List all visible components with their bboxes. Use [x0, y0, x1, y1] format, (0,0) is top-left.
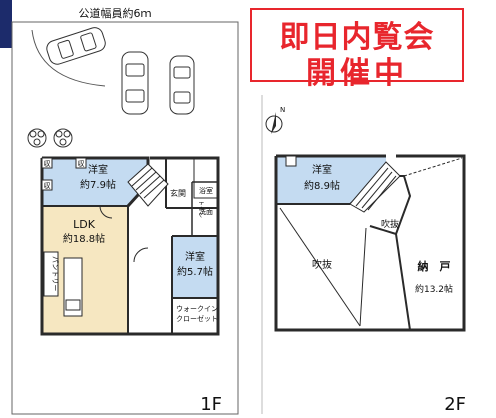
stove-icon [65, 299, 81, 311]
parking-curve [31, 29, 106, 87]
storage-box [75, 157, 87, 169]
parked-car-icon [46, 27, 106, 65]
storage-label: 収 [78, 160, 85, 168]
room-western-8-9 [276, 156, 386, 204]
void-label: 吹抜 [312, 258, 332, 271]
room-name-label: 洋室 [185, 250, 205, 263]
room-size-label: 約8.9帖 [304, 179, 340, 192]
road-label: 公道幅員約6ｍ [79, 6, 152, 20]
banner-line-1: 即日内覧会 [279, 20, 435, 55]
storage-box [41, 157, 53, 169]
pantry-label: パントリー [51, 256, 59, 291]
entrance-label: 玄関 [170, 188, 186, 198]
staircase-icon [349, 161, 401, 213]
toilet-label: トイレ [197, 200, 204, 218]
tree-icon [53, 128, 73, 148]
washroom-label: 洗面 [199, 207, 213, 216]
wall [40, 156, 220, 336]
closet-label: クローゼット [176, 314, 218, 323]
bath-label: 浴室 [199, 186, 213, 195]
north-compass-icon: N [265, 106, 285, 134]
void-diagonal [369, 225, 397, 235]
storage-label: 収 [44, 160, 51, 168]
pantry [43, 251, 59, 297]
void-label: 吹抜 [381, 218, 399, 230]
kitchen-counter-icon [63, 257, 83, 317]
door-swing [133, 247, 149, 263]
room-size-label: 約7.9帖 [80, 178, 116, 191]
room-name-label: LDK [73, 218, 96, 231]
room-size-label: 約18.8帖 [63, 232, 105, 245]
room-name-label: 洋室 [312, 163, 332, 176]
wall [274, 154, 466, 332]
walkin-label: ウォークイン [176, 305, 218, 313]
room-name-label: 納 戸 [418, 259, 451, 273]
staircase-icon [127, 163, 169, 207]
room-size-label: 約13.2帖 [415, 283, 453, 295]
banner-line-2: 開催中 [306, 56, 408, 91]
storage-box [41, 179, 53, 191]
floor-1f-label: 1F [200, 394, 222, 415]
floor-2f-label: 2F [444, 394, 466, 415]
storage-label: 収 [44, 182, 51, 190]
void-diagonal [359, 227, 367, 327]
parked-car-icon [169, 55, 195, 115]
room-western-7-9 [42, 158, 148, 206]
lot-boundary [11, 21, 239, 415]
void-diagonal [279, 207, 361, 327]
north-label: N [280, 106, 285, 114]
storage-box [285, 155, 297, 167]
wall [395, 233, 411, 331]
open-house-banner: 即日内覧会 開催中 [250, 8, 464, 91]
tree-icon [27, 128, 47, 148]
door-swing [99, 205, 113, 219]
roof-line [403, 157, 463, 177]
navy-corner-mark [0, 0, 12, 48]
room-size-label: 約5.7帖 [177, 265, 213, 278]
parked-car-icon [121, 51, 149, 115]
room-western-5-7 [172, 236, 218, 298]
room-name-label: 洋室 [88, 163, 108, 176]
